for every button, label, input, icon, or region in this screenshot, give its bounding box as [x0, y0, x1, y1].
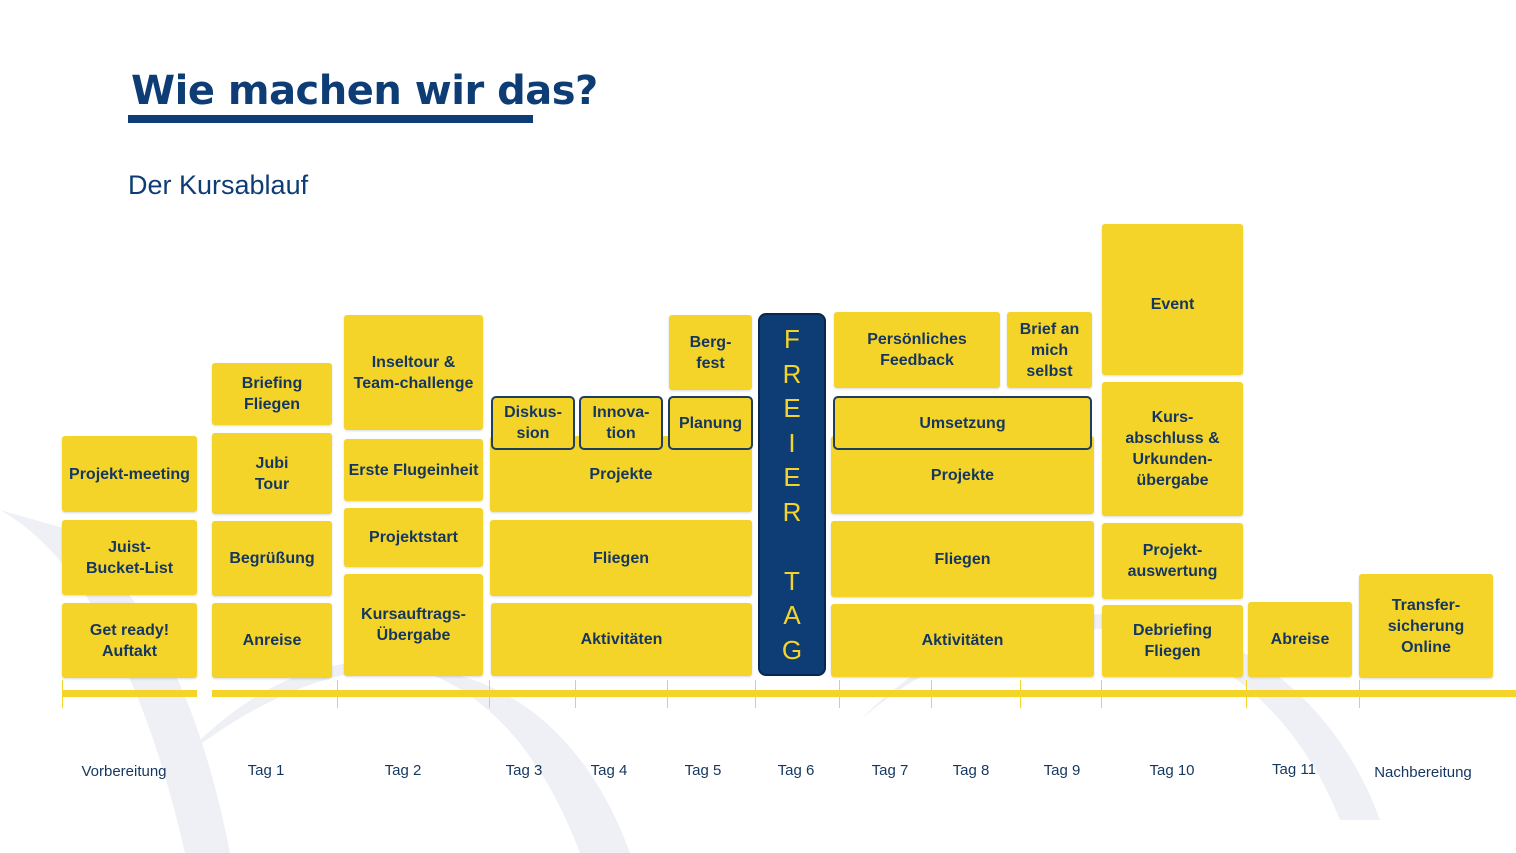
day-label-tag2: Tag 2 — [384, 762, 422, 779]
day-label-nachbereitung: Nachbereitung — [1374, 764, 1472, 781]
day-label-tag5: Tag 5 — [684, 762, 722, 779]
block-transfersicherung: Transfer- sicherung Online — [1359, 574, 1493, 678]
page-title: Wie machen wir das? — [131, 68, 598, 114]
block-planung: Planung — [668, 396, 753, 450]
timeline-tick — [575, 680, 576, 708]
timeline-tick — [1101, 680, 1102, 708]
day-label-tag8: Tag 8 — [952, 762, 990, 779]
day-label-tag11: Tag 11 — [1272, 761, 1316, 778]
timeline-tick — [1359, 680, 1360, 708]
block-bergfest: Berg- fest — [669, 315, 752, 390]
block-persoenliches-feedback: Persönliches Feedback — [834, 312, 1000, 388]
block-briefing-fliegen: Briefing Fliegen — [212, 363, 332, 425]
timeline-tick — [667, 680, 668, 708]
block-projektauswertung: Projekt- auswertung — [1102, 523, 1243, 599]
block-kursauftrag: Kursauftrags- Übergabe — [344, 574, 483, 676]
day-label-tag6: Tag 6 — [777, 762, 815, 779]
block-event: Event — [1102, 224, 1243, 375]
timeline-tick — [839, 680, 840, 708]
block-fliegen-2: Fliegen — [831, 521, 1094, 597]
timeline-axis-left — [62, 690, 197, 697]
title-underline — [128, 115, 533, 123]
day-label-tag3: Tag 3 — [505, 762, 543, 779]
block-fliegen-1: Fliegen — [490, 520, 752, 596]
timeline-tick — [1246, 680, 1247, 708]
block-jubi-tour: Jubi Tour — [212, 433, 332, 514]
block-kursabschluss: Kurs- abschluss & Urkunden- übergabe — [1102, 382, 1243, 516]
day-label-tag9: Tag 9 — [1043, 762, 1081, 779]
timeline-tick — [337, 680, 338, 708]
block-get-ready: Get ready! Auftakt — [62, 603, 197, 678]
day-label-tag4: Tag 4 — [590, 762, 628, 779]
block-abreise: Abreise — [1248, 602, 1352, 677]
timeline-tick — [1020, 680, 1021, 708]
day-label-vorbereitung: Vorbereitung — [81, 763, 167, 780]
block-inseltour: Inseltour & Team-challenge — [344, 315, 483, 430]
block-projektstart: Projektstart — [344, 508, 483, 567]
day-label-tag1: Tag 1 — [247, 762, 285, 779]
block-innovation: Innova- tion — [579, 396, 663, 450]
block-aktivitaeten-2: Aktivitäten — [831, 604, 1094, 677]
day-label-tag7: Tag 7 — [871, 762, 909, 779]
timeline-tick — [62, 680, 63, 708]
timeline-axis-main — [212, 690, 1516, 697]
block-erste-flugeinheit: Erste Flugeinheit — [344, 439, 483, 501]
timeline-tick — [931, 680, 932, 708]
timeline-tick — [489, 680, 490, 708]
page-subtitle: Der Kursablauf — [128, 170, 309, 200]
block-umsetzung: Umsetzung — [833, 396, 1092, 450]
block-begruessung: Begrüßung — [212, 521, 332, 596]
block-aktivitaeten-1: Aktivitäten — [491, 603, 752, 676]
block-freier-tag: F R E I E R T A G — [758, 313, 826, 676]
day-label-tag10: Tag 10 — [1149, 762, 1195, 779]
block-juist-bucket-list: Juist- Bucket-List — [62, 520, 197, 595]
block-projekt-meeting: Projekt-meeting — [62, 436, 197, 512]
block-debriefing-fliegen: Debriefing Fliegen — [1102, 605, 1243, 677]
block-anreise: Anreise — [212, 603, 332, 678]
timeline-tick — [755, 680, 756, 708]
block-diskussion: Diskus- sion — [491, 396, 575, 450]
block-brief-an-mich-selbst: Brief an mich selbst — [1007, 312, 1092, 388]
